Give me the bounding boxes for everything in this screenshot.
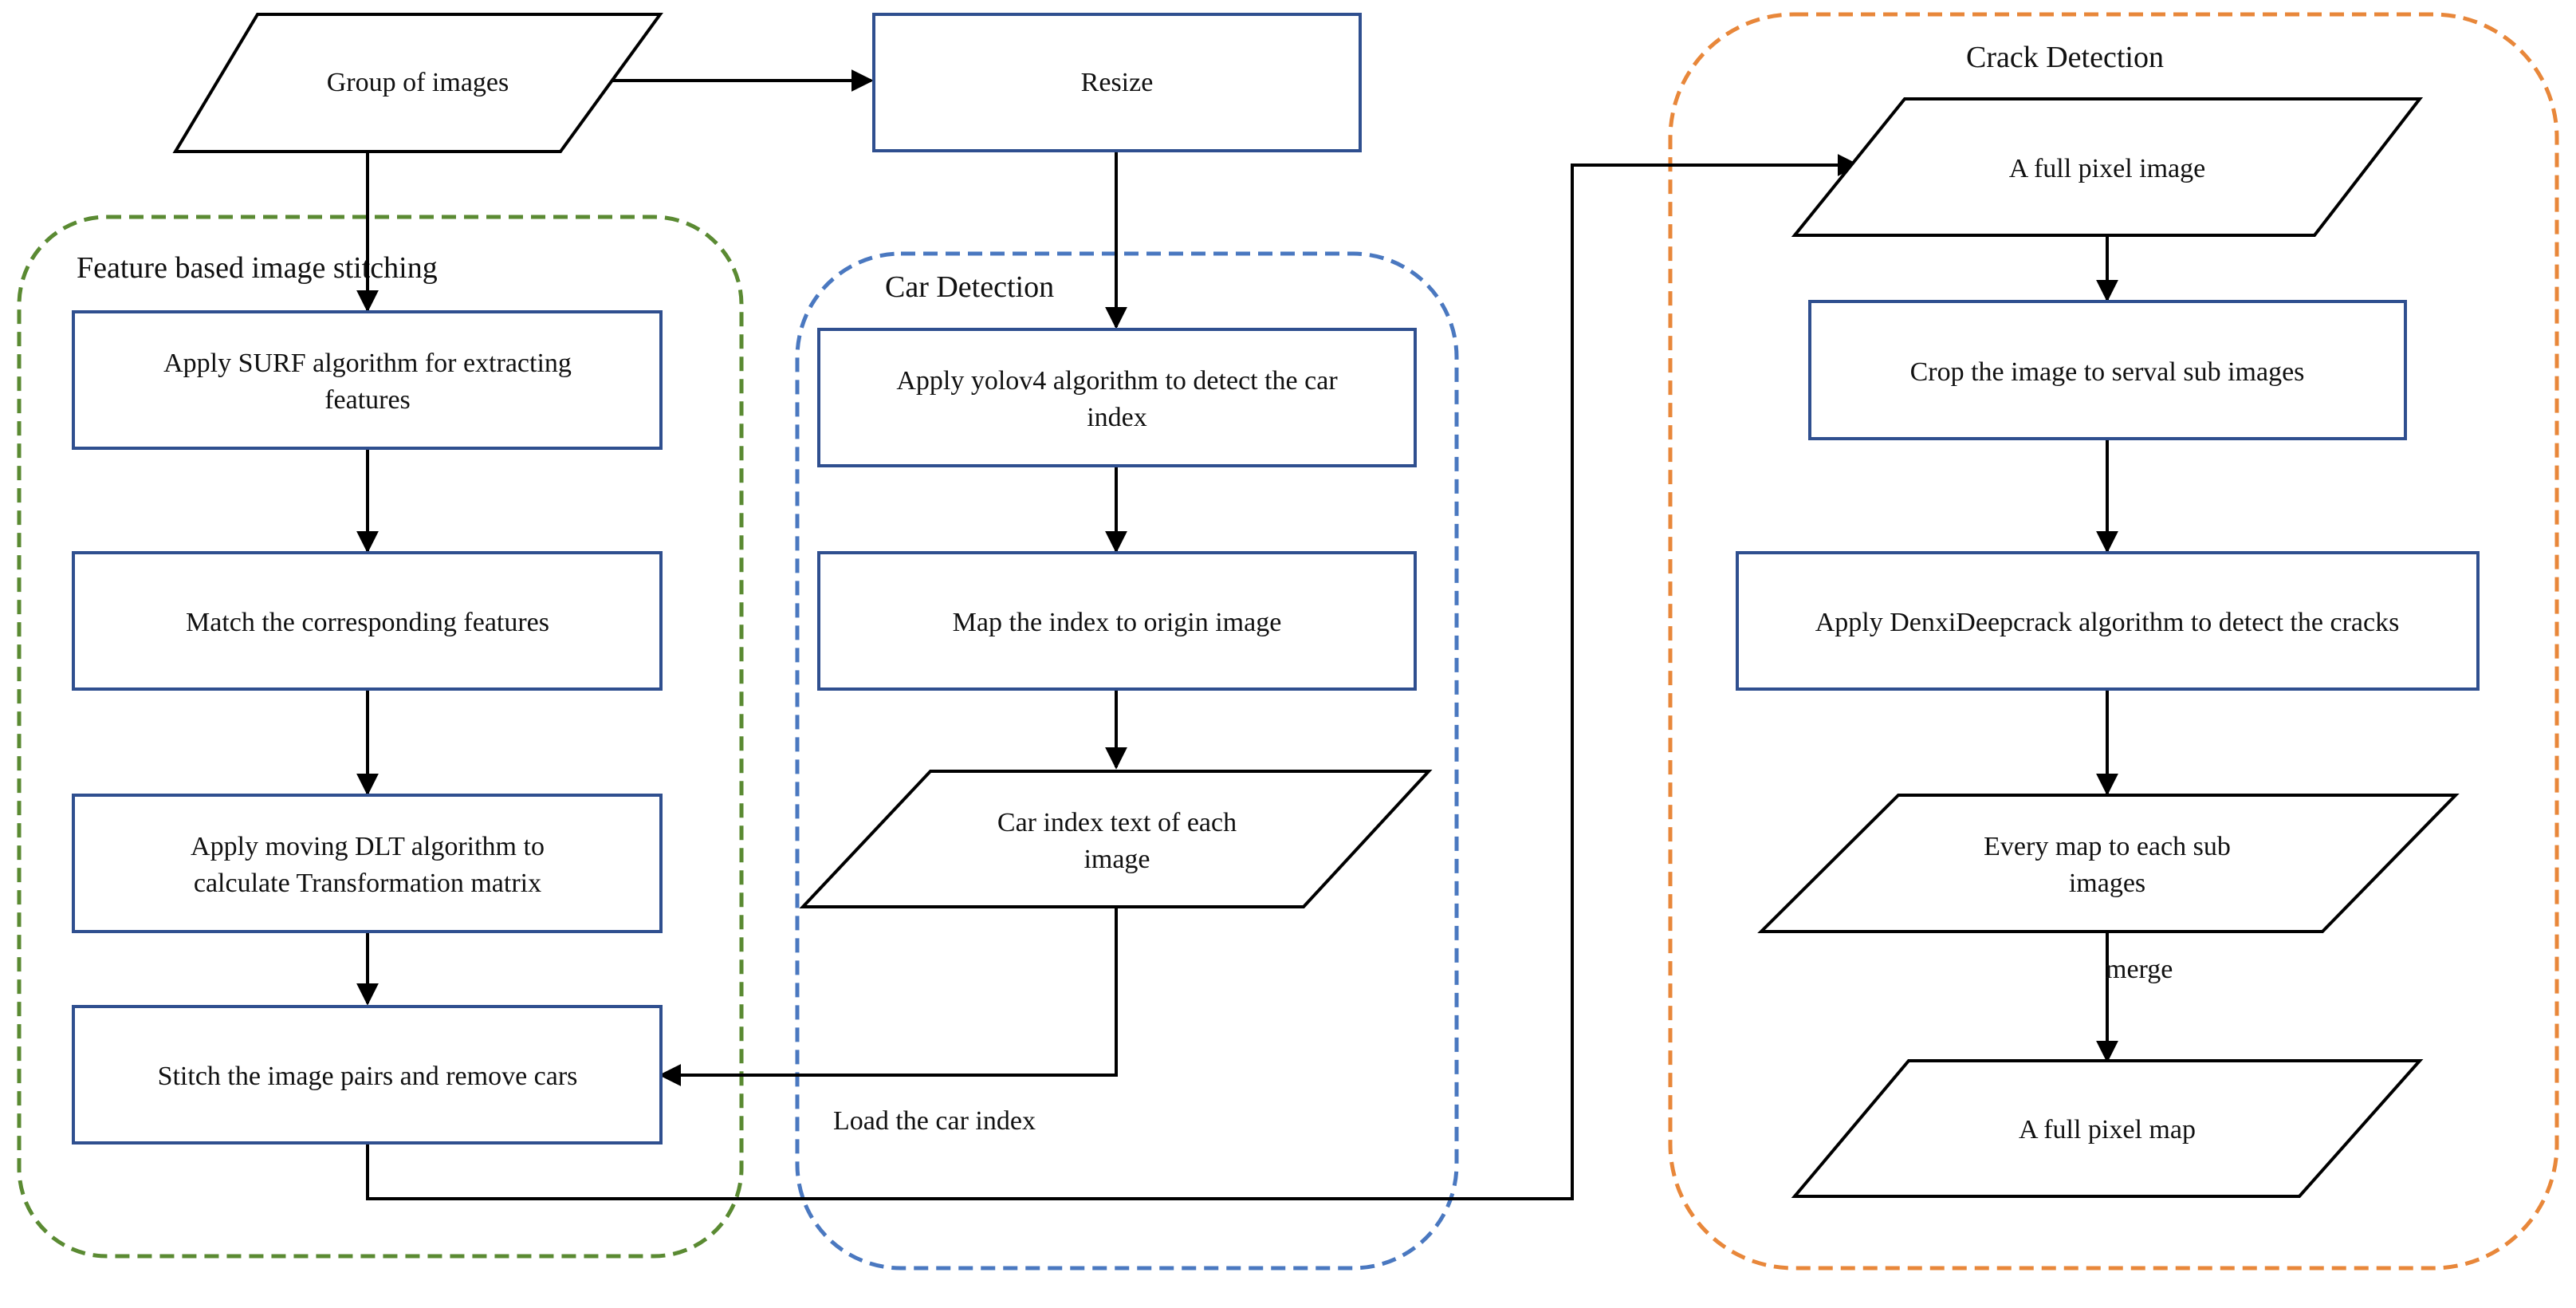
- edge-label-load-car-index: Load the car index: [833, 1106, 1036, 1136]
- crack-detection-group-title: Crack Detection: [1966, 41, 2164, 74]
- process-stitch-pairs: [72, 1005, 663, 1144]
- edge-carindex-to-stitch: [659, 907, 1118, 1086]
- process-map-index: [817, 551, 1417, 691]
- label-every-map: Every map to each sub images: [1984, 832, 2231, 898]
- feature-stitching-group: Feature based image stitching: [17, 215, 744, 1259]
- label-line: A full pixel image: [2009, 154, 2205, 183]
- label-line: Apply SURF algorithm for extracting: [163, 349, 572, 378]
- edge-label-merge: merge: [2106, 955, 2173, 984]
- feature-stitching-group-title: Feature based image stitching: [77, 251, 438, 285]
- label-car-index-text: Car index text of each image: [997, 808, 1237, 874]
- label-line: Match the corresponding features: [186, 608, 549, 637]
- edge-stitch-to-fullpixelimage: [366, 154, 1860, 1200]
- label-map-index: Map the index to origin image: [953, 608, 1282, 637]
- label-full-pixel-image: A full pixel image: [2009, 154, 2205, 183]
- label-crop-image: Crop the image to serval sub images: [1910, 357, 2305, 387]
- car-detection-group-border: [795, 251, 1459, 1271]
- label-apply-surf: Apply SURF algorithm for extracting featu…: [163, 349, 572, 415]
- label-stitch-pairs: Stitch the image pairs and remove cars: [158, 1062, 578, 1091]
- label-line: Group of images: [327, 68, 509, 97]
- label-line: Stitch the image pairs and remove cars: [158, 1062, 578, 1091]
- process-crop-image: [1808, 300, 2407, 440]
- edges: [356, 69, 2118, 1200]
- node-labels: Group of images Resize Apply SURF algori…: [158, 68, 2400, 1144]
- label-full-pixel-map: A full pixel map: [2019, 1115, 2196, 1144]
- process-yolov4: [817, 328, 1417, 467]
- car-detection-group: Car Detection: [795, 251, 1459, 1271]
- label-line: Apply yolov4 algorithm to detect the car: [896, 366, 1338, 396]
- label-line: image: [1083, 845, 1150, 874]
- label-line: images: [2069, 869, 2145, 898]
- label-line: Apply DenxiDeepcrack algorithm to detect…: [1815, 608, 2400, 637]
- label-yolov4: Apply yolov4 algorithm to detect the car…: [896, 366, 1338, 432]
- feature-stitching-group-border: [17, 215, 744, 1259]
- label-line: A full pixel map: [2019, 1115, 2196, 1144]
- process-moving-dlt: [72, 794, 663, 933]
- label-line: Resize: [1081, 68, 1154, 97]
- label-group-of-images: Group of images: [327, 68, 509, 97]
- label-line: Apply moving DLT algorithm to: [191, 832, 545, 861]
- label-line: Car index text of each: [997, 808, 1237, 837]
- label-match-features: Match the corresponding features: [186, 608, 549, 637]
- io-group-of-images: [172, 13, 663, 153]
- label-line: index: [1087, 403, 1147, 432]
- io-every-map: [1757, 794, 2460, 933]
- process-denxideepcrack: [1736, 551, 2480, 691]
- car-detection-group-title: Car Detection: [885, 270, 1054, 304]
- label-line: Crop the image to serval sub images: [1910, 357, 2305, 387]
- process-match-features: [72, 551, 663, 691]
- io-full-pixel-map: [1791, 1059, 2424, 1198]
- crack-detection-group: Crack Detection: [1668, 12, 2559, 1271]
- process-apply-surf: [72, 310, 663, 450]
- label-line: Map the index to origin image: [953, 608, 1282, 637]
- crack-detection-group-border: [1668, 12, 2559, 1271]
- io-car-index-text: [799, 770, 1433, 908]
- label-denxideepcrack: Apply DenxiDeepcrack algorithm to detect…: [1815, 608, 2400, 637]
- label-line: Every map to each sub: [1984, 832, 2231, 861]
- label-resize: Resize: [1081, 68, 1154, 97]
- process-resize: [872, 13, 1362, 152]
- label-line: features: [324, 385, 411, 415]
- label-moving-dlt: Apply moving DLT algorithm to calculate T…: [191, 832, 545, 898]
- label-line: calculate Transformation matrix: [194, 869, 541, 898]
- io-full-pixel-image: [1791, 97, 2424, 237]
